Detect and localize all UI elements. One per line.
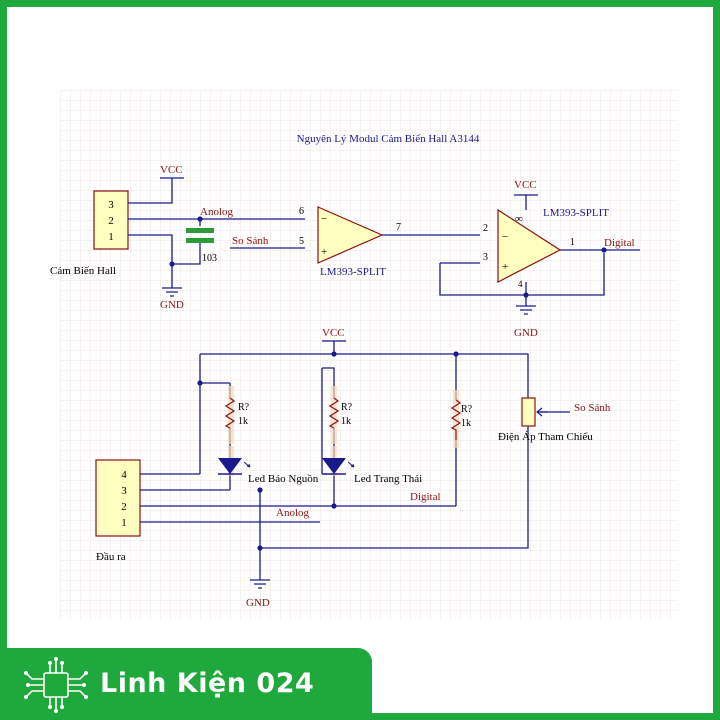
gnd-label-bottom: GND xyxy=(246,597,270,609)
junction-dot xyxy=(257,545,263,551)
ground-symbol xyxy=(162,287,182,297)
sensor-pin-1: 1 xyxy=(108,231,114,243)
sensor-pin-3: 3 xyxy=(108,199,114,211)
potentiometer xyxy=(521,397,548,427)
schematic-title: Nguyên Lý Modul Cảm Biến Hall A3144 xyxy=(297,133,480,145)
ground-symbol xyxy=(250,579,270,589)
led-status xyxy=(322,446,355,476)
junction-dot xyxy=(257,487,263,493)
junction-dot xyxy=(331,351,337,357)
sensor-pin-2: 2 xyxy=(108,215,114,227)
gnd-label-top-left: GND xyxy=(160,299,184,311)
capacitor-103 xyxy=(186,228,214,248)
led-power xyxy=(218,446,251,476)
brand-name: Linh Kiện 024 xyxy=(100,668,315,699)
vcc-label-bottom: VCC xyxy=(322,327,345,339)
opamp-1: − + xyxy=(317,206,384,264)
vcc-label-opamp2: VCC xyxy=(514,179,537,191)
junction-dot xyxy=(169,261,175,267)
opamp2-label: LM393-SPLIT xyxy=(543,207,609,219)
grid-background xyxy=(60,90,678,620)
brand-banner xyxy=(0,648,372,720)
output-pin-2: 2 xyxy=(121,501,127,513)
junction-dot xyxy=(197,216,203,222)
led-power-label: Led Báo Nguồn xyxy=(248,473,319,485)
opamp1-pin-5: 5 xyxy=(299,236,304,247)
junction-dot xyxy=(197,380,203,386)
anolog-net-label: Anolog xyxy=(200,206,234,218)
digital-net-label-top: Digital xyxy=(604,237,635,249)
opamp2-infinity: ∞ xyxy=(515,213,523,225)
svg-text:−: − xyxy=(502,231,508,243)
opamp1-pin-6: 6 xyxy=(299,206,304,217)
output-pin-1: 1 xyxy=(121,517,127,529)
opamp1-label: LM393-SPLIT xyxy=(320,266,386,278)
svg-text:+: + xyxy=(502,261,508,273)
resistor-1 xyxy=(224,386,236,444)
junction-dot xyxy=(523,292,529,298)
resistor2-value: 1k xyxy=(341,416,351,427)
schematic-canvas: Nguyên Lý Modul Cảm Biến Hall A3144 3 2 … xyxy=(50,90,678,620)
opamp1-pin-7: 7 xyxy=(396,222,401,233)
chip-logo-icon xyxy=(24,657,88,713)
gnd-label-opamp2: GND xyxy=(514,327,538,339)
output-connector: 4 3 2 1 xyxy=(95,459,141,537)
junction-dot xyxy=(331,503,337,509)
capacitor-value: 103 xyxy=(202,253,217,264)
svg-text:−: − xyxy=(321,213,327,225)
digital-net-label-bottom: Digital xyxy=(410,491,441,503)
resistor1-value: 1k xyxy=(238,416,248,427)
vcc-label-top: VCC xyxy=(160,164,183,176)
so-sanh-net-label-bottom: So Sánh xyxy=(574,402,611,414)
resistor2-name: R? xyxy=(341,402,353,413)
svg-text:+: + xyxy=(321,246,327,258)
opamp2-pin-4: 4 xyxy=(518,279,523,289)
hall-sensor-connector: 3 2 1 xyxy=(93,190,129,250)
resistor-3 xyxy=(450,390,462,448)
resistor1-name: R? xyxy=(238,402,250,413)
sensor-label: Cảm Biến Hall xyxy=(50,265,116,277)
vref-label: Điện Áp Tham Chiếu xyxy=(498,431,593,443)
output-label: Đầu ra xyxy=(96,551,126,563)
opamp2-pin-1: 1 xyxy=(570,237,575,248)
resistor3-value: 1k xyxy=(461,418,471,429)
opamp-2: − + xyxy=(497,208,562,283)
so-sanh-net-label: So Sánh xyxy=(232,235,269,247)
top-wires xyxy=(128,177,640,306)
anolog-net-label-bottom: Anolog xyxy=(276,507,310,519)
opamp2-pin-2: 2 xyxy=(483,223,488,234)
resistor3-name: R? xyxy=(461,404,473,415)
resistor-2 xyxy=(328,386,340,444)
ground-symbol xyxy=(516,305,536,315)
junction-dot xyxy=(453,351,459,357)
led-status-label: Led Trang Thái xyxy=(354,473,422,485)
output-pin-4: 4 xyxy=(121,469,127,481)
opamp2-pin-3: 3 xyxy=(483,252,488,263)
junction-dot xyxy=(601,247,607,253)
output-pin-3: 3 xyxy=(121,485,127,497)
